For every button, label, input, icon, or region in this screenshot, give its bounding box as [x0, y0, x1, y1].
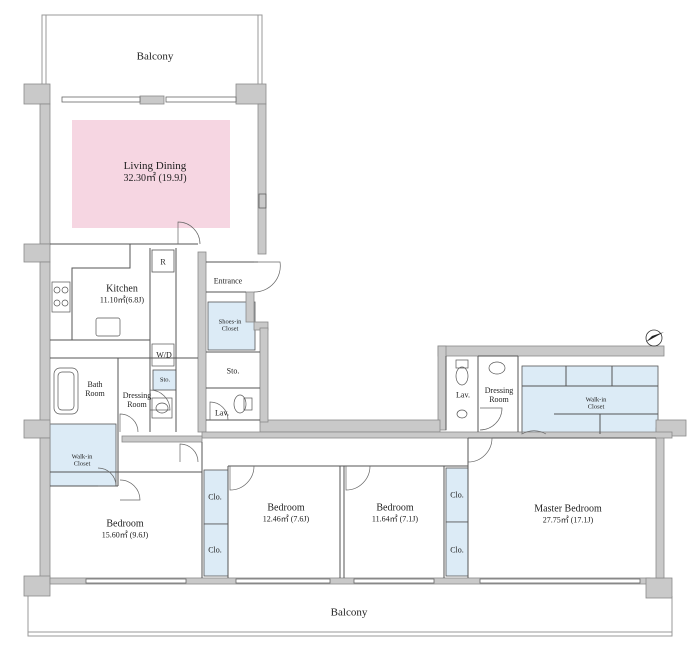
- entrance-label: Entrance: [213, 276, 243, 286]
- storage-1-label: Sto.: [159, 376, 171, 384]
- closet-b-label: Clo.: [208, 545, 222, 555]
- bedroom-2-label: Bedroom 12.46㎡ (7.6J): [263, 503, 309, 524]
- bedroom-3-name: Bedroom: [376, 502, 414, 514]
- master-bedroom-area: 27.75㎡ (17.1J): [542, 515, 594, 525]
- walls: [23, 83, 687, 599]
- walkin-closet-1-label: Walk-in Closet: [72, 454, 93, 469]
- column-icon: [258, 193, 267, 209]
- closet-d-label: Clo.: [450, 545, 464, 555]
- north-arrow-icon: [645, 329, 664, 347]
- windows: [61, 96, 641, 584]
- stove-icon: [51, 281, 71, 313]
- living-dining-highlight: [72, 120, 230, 228]
- bedroom-1-label: Bedroom 15.60㎡ (9.6J): [102, 519, 148, 540]
- shoes-closet-label: Shoes-in Closet: [219, 319, 242, 334]
- kitchen-name: Kitchen: [106, 283, 138, 295]
- bedroom-1-area: 15.60㎡ (9.6J): [101, 530, 149, 540]
- shoes-closet-line2: Closet: [221, 326, 239, 333]
- master-bedroom-name: Master Bedroom: [534, 503, 602, 515]
- bedroom-2-name: Bedroom: [267, 502, 305, 514]
- dressing-room-1-label: Dressing Room: [123, 391, 151, 409]
- washer-dryer-icon: [151, 343, 175, 367]
- bedroom-2-area: 12.46㎡ (7.6J): [262, 514, 310, 524]
- closet-a-label: Clo.: [208, 492, 222, 502]
- bathtub-icon: [53, 367, 79, 415]
- dressing-room-2-label: Dressing Room: [485, 386, 513, 404]
- refrigerator-label: R: [160, 257, 166, 267]
- balcony-top-outline: [41, 14, 263, 92]
- living-dining-name: Living Dining: [123, 159, 187, 172]
- walkin-closet-1-line1: Walk-in: [71, 453, 93, 461]
- lavatory-1-label: Lav.: [215, 408, 229, 418]
- balcony-top-label: Balcony: [136, 50, 174, 63]
- bath-room-line1: Bath: [87, 379, 103, 389]
- interior-walls: [50, 243, 658, 578]
- shoes-closet-line1: Shoes-in: [218, 318, 242, 326]
- dressing-room-2-line2: Room: [489, 395, 509, 404]
- door-swing-icon: [97, 221, 547, 501]
- master-bedroom-label: Master Bedroom 27.75㎡ (17.1J): [534, 504, 602, 525]
- balcony-bottom-outline: [27, 596, 673, 637]
- bedroom-3-area: 11.64㎡ (7.1J): [371, 514, 419, 524]
- dressing-room-1-line2: Room: [127, 400, 147, 409]
- toilet-icon: [161, 359, 469, 419]
- bedroom-1-name: Bedroom: [106, 518, 144, 530]
- washer-dryer-label: W/D: [156, 350, 172, 360]
- living-dining-area: 32.30㎡ (19.9J): [123, 172, 187, 184]
- walkin-closet-2-line2: Closet: [587, 404, 605, 411]
- closet-c-label: Clo.: [450, 490, 464, 500]
- dressing-room-1-line1: Dressing: [122, 390, 152, 400]
- sink-icon: [95, 317, 121, 337]
- lavatory-2-label: Lav.: [456, 390, 470, 400]
- bedroom-3-label: Bedroom 11.64㎡ (7.1J): [372, 503, 418, 524]
- bath-room-label: Bath Room: [85, 380, 105, 398]
- kitchen-area: 11.10㎡(6.8J): [99, 295, 145, 305]
- balcony-bottom-label: Balcony: [330, 606, 368, 619]
- kitchen-label: Kitchen 11.10㎡(6.8J): [100, 284, 144, 305]
- walkin-closet-2-line1: Walk-in: [585, 396, 607, 404]
- washbasin-icon: [151, 361, 506, 419]
- living-dining-label: Living Dining 32.30㎡ (19.9J): [123, 160, 186, 184]
- walkin-closet-2-label: Walk-in Closet: [586, 397, 607, 412]
- bath-room-line2: Room: [85, 389, 105, 398]
- refrigerator-icon: [151, 249, 175, 273]
- storage-2-label: Sto.: [226, 366, 240, 376]
- walkin-closet-1-line2: Closet: [73, 461, 91, 468]
- dressing-room-2-line1: Dressing: [484, 385, 514, 395]
